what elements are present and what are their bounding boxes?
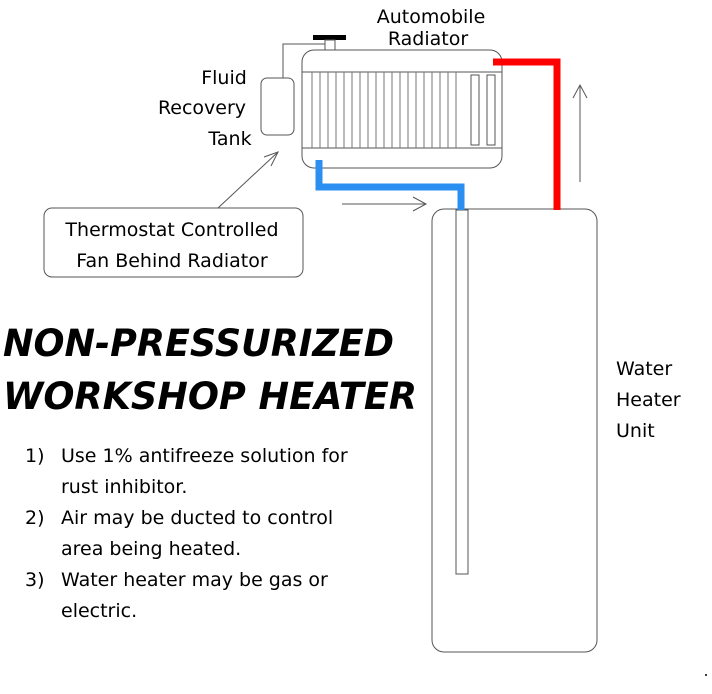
- dip-tube: [455, 209, 469, 575]
- note-2-line1: Air may be ducted to control: [61, 507, 333, 529]
- radiator-label-line1: Automobile: [377, 6, 486, 28]
- overflow-hose: [282, 43, 325, 78]
- fluid-tank-label-line2: Recovery: [158, 97, 246, 119]
- note-3-line2: electric.: [61, 600, 137, 622]
- radiator-side-tube-2: [486, 74, 496, 146]
- note-1-line1: Use 1% antifreeze solution for: [61, 445, 348, 467]
- note-3-number: 3): [25, 569, 45, 591]
- corner-dot: [705, 674, 707, 676]
- water-heater-label-line1: Water: [616, 358, 672, 380]
- thermostat-label-line1: Thermostat Controlled: [64, 219, 278, 241]
- note-2-number: 2): [25, 507, 45, 529]
- thermostat-pointer-arrowhead-icon: [263, 151, 280, 167]
- note-2-line2: area being heated.: [61, 538, 241, 560]
- title-line1: NON-PRESSURIZED: [3, 322, 394, 365]
- note-3-line1: Water heater may be gas or: [61, 569, 328, 591]
- thermostat-pointer-line: [217, 151, 279, 209]
- fluid-tank-label-line3: Tank: [207, 128, 251, 150]
- thermostat-callout-box: [43, 207, 304, 278]
- water-heater-tank: [431, 208, 598, 653]
- radiator-side-tube-1: [470, 74, 480, 146]
- radiator-label-line2: Radiator: [388, 28, 468, 50]
- water-heater-label-line2: Heater: [616, 389, 681, 411]
- flow-arrow-right-icon: [342, 196, 428, 212]
- water-heater-label-line3: Unit: [616, 420, 655, 442]
- hot-water-line: [493, 58, 561, 210]
- cold-water-line: [315, 160, 465, 210]
- thermostat-label-line2: Fan Behind Radiator: [76, 250, 268, 272]
- note-1-line2: rust inhibitor.: [61, 476, 187, 498]
- note-1-number: 1): [25, 445, 45, 467]
- fluid-tank-label-line1: Fluid: [201, 67, 247, 89]
- notes-list: 1) Use 1% antifreeze solution for rust i…: [25, 445, 348, 622]
- flow-arrow-up-icon: [572, 83, 588, 182]
- automobile-radiator: [301, 49, 503, 169]
- fluid-recovery-tank: [260, 77, 295, 136]
- radiator-cap-icon: [313, 35, 346, 51]
- title-line2: WORKSHOP HEATER: [3, 375, 417, 418]
- radiator-fins: [311, 72, 457, 148]
